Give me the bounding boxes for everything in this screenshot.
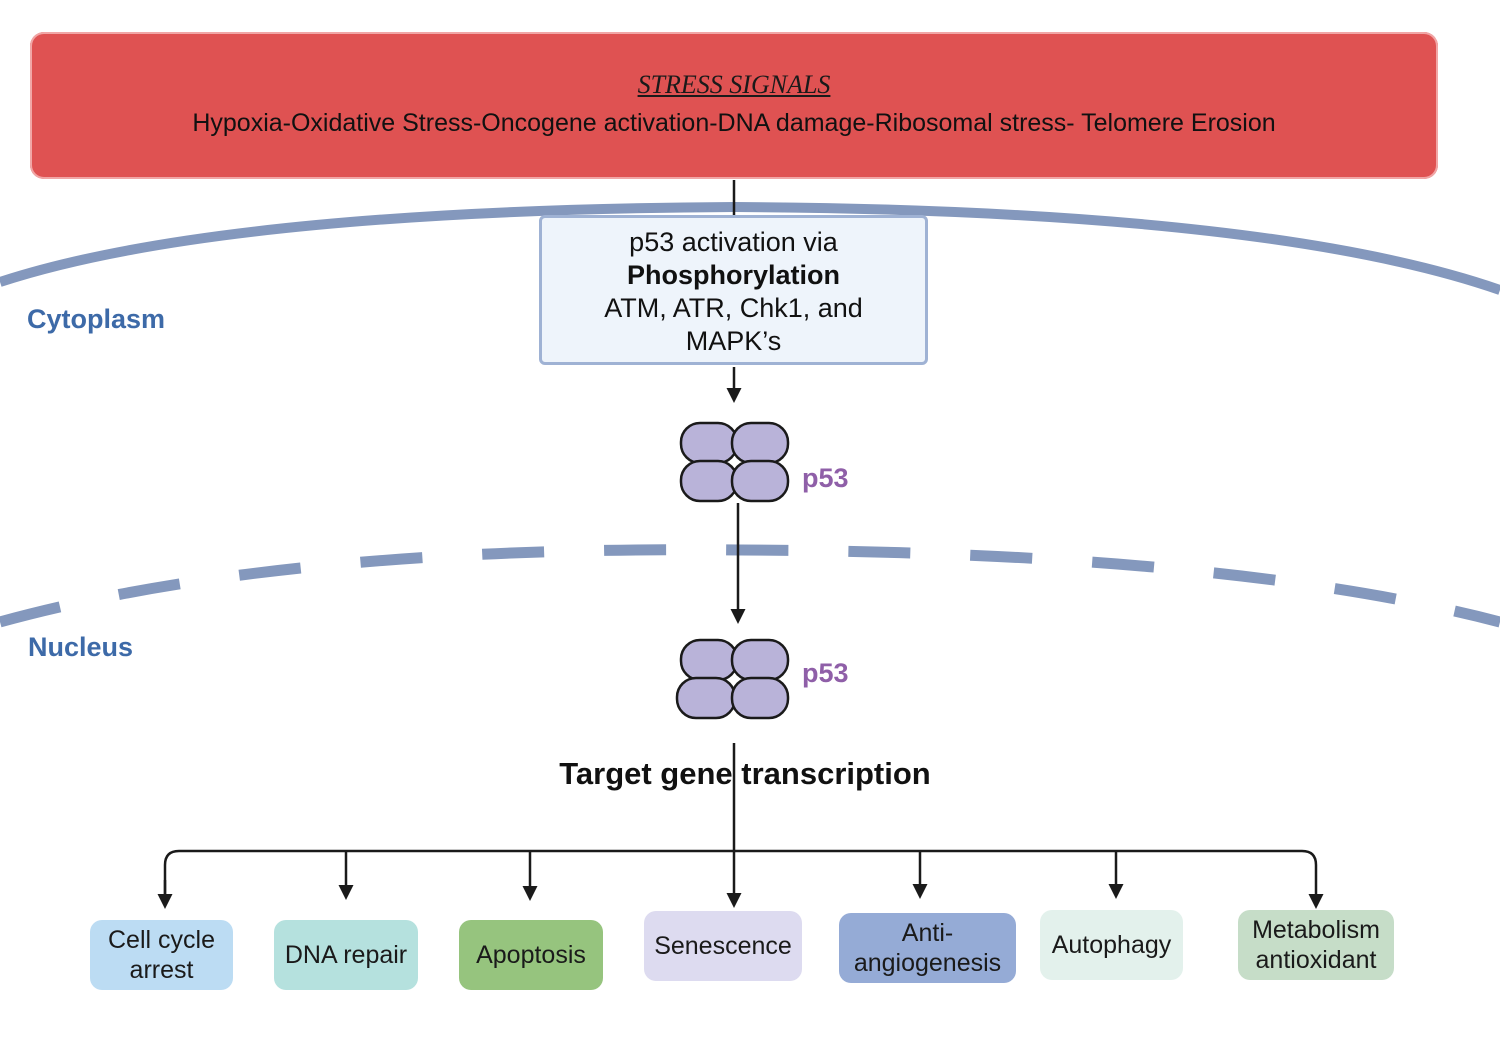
outcome-label: Cell cycle arrest	[108, 926, 215, 984]
outcome-label: Anti-angiogenesis	[853, 919, 1002, 977]
nucleus-label: Nucleus	[28, 632, 134, 662]
p53-cytoplasm-label: p53	[802, 463, 849, 493]
outcome-label: Apoptosis	[476, 941, 586, 969]
stress-signals-box	[30, 32, 1438, 179]
outcome-apoptosis: Apoptosis	[459, 920, 603, 990]
nuclear-membrane	[0, 544, 1500, 628]
p53-activation-box: p53 activation via Phosphorylation ATM, …	[539, 215, 928, 365]
outcome-label: Autophagy	[1051, 931, 1172, 959]
outcome-metabolism-antioxidant: Metabolism antioxidant	[1238, 910, 1394, 980]
cytoplasm-label: Cytoplasm	[27, 304, 166, 334]
stress-signals-title: STRESS SIGNALS	[637, 70, 831, 99]
outcome-cell-cycle-arrest: Cell cycle arrest	[90, 920, 233, 990]
activation-line-2: Phosphorylation	[626, 260, 840, 290]
target-gene-transcription: Target gene transcription	[559, 756, 931, 791]
activation-line-1: p53 activation via	[629, 227, 838, 257]
activation-line-4: MAPK’s	[685, 326, 782, 356]
activation-line-3: ATM, ATR, Chk1, and	[604, 293, 863, 323]
outcome-label: DNA repair	[284, 941, 408, 969]
p53-tetramer-cytoplasm-icon	[679, 421, 790, 503]
outcome-label: Senescence	[654, 932, 792, 960]
branch-bar	[163, 849, 1324, 909]
outcome-anti-angiogenesis: Anti-angiogenesis	[839, 913, 1016, 983]
p53-nucleus-label: p53	[802, 658, 849, 688]
outcome-label: Metabolism antioxidant	[1252, 916, 1380, 974]
outcome-dna-repair: DNA repair	[274, 920, 418, 990]
stress-signals-list: Hypoxia-Oxidative Stress-Oncogene activa…	[192, 109, 1276, 137]
p53-tetramer-nucleus-icon	[675, 638, 790, 720]
outcome-senescence: Senescence	[644, 911, 802, 981]
outcome-autophagy: Autophagy	[1040, 910, 1183, 980]
